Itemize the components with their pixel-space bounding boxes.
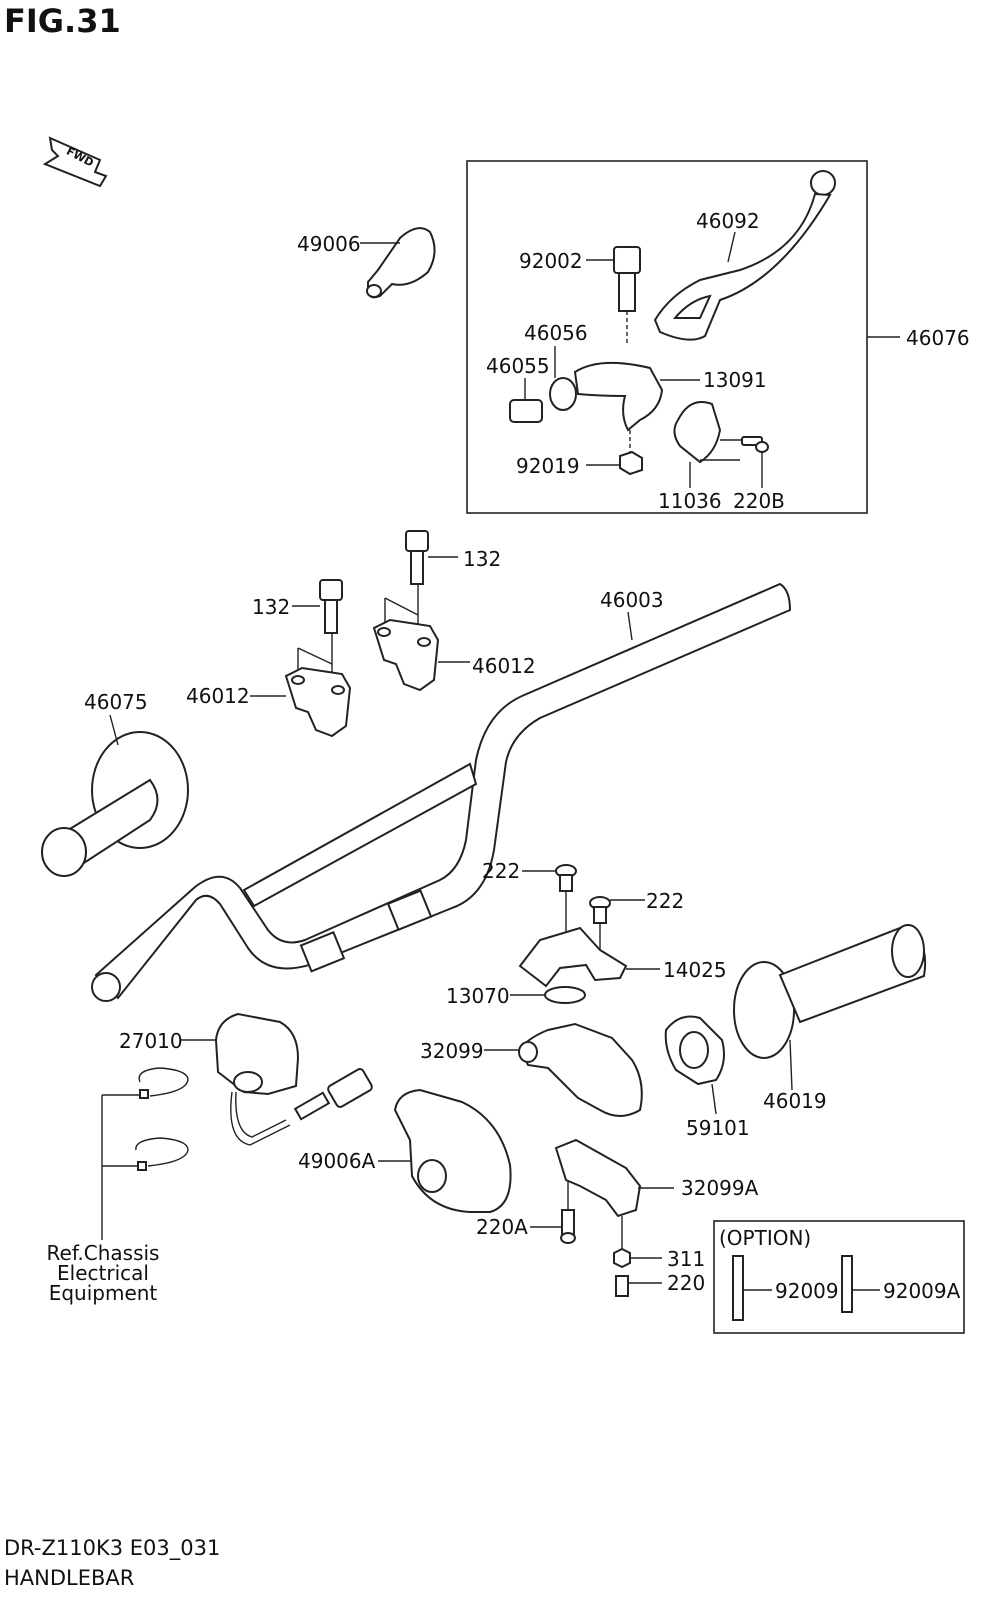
part-220-screw (615, 1275, 662, 1297)
label-222-b: 222 (646, 889, 684, 913)
label-311: 311 (667, 1247, 705, 1271)
part-92019-nut (586, 430, 643, 476)
option-box (713, 1220, 965, 1334)
label-220B: 220B (733, 489, 785, 513)
label-46076: 46076 (906, 326, 970, 350)
label-59101: 59101 (686, 1116, 750, 1140)
label-92009A: 92009A (883, 1279, 961, 1303)
part-92002-bolt (586, 246, 641, 345)
part-49006A-housing (378, 1088, 512, 1213)
part-132-bolt-right (384, 530, 458, 650)
part-11036-clamp (673, 401, 745, 488)
ref-note-line-2: Electrical (57, 1261, 149, 1285)
label-46092: 46092 (696, 209, 760, 233)
label-13091: 13091 (703, 368, 767, 392)
label-14025: 14025 (663, 958, 727, 982)
part-46019-right-grip (733, 924, 927, 1091)
figure-title: FIG.31 (4, 2, 121, 40)
footer-section-name: HANDLEBAR (4, 1566, 135, 1590)
label-49006: 49006 (297, 232, 361, 256)
part-49006-cap (360, 227, 436, 299)
ref-note-line-1: Ref.Chassis (47, 1241, 160, 1265)
part-92009-bolt (732, 1255, 772, 1321)
label-13070: 13070 (446, 984, 510, 1008)
label-222-a: 222 (482, 859, 520, 883)
part-220A-screw (530, 1209, 576, 1244)
forward-arrow-icon: FWD (42, 136, 108, 188)
label-27010: 27010 (119, 1029, 183, 1053)
label-49006A: 49006A (298, 1149, 376, 1173)
label-11036: 11036 (658, 489, 722, 513)
label-220A: 220A (476, 1215, 528, 1239)
part-13070-ring (510, 986, 586, 1004)
label-92019: 92019 (516, 454, 580, 478)
ref-note-line-3: Equipment (49, 1281, 158, 1305)
part-14025-bracket (518, 926, 660, 988)
part-46003-handlebar (91, 582, 792, 1002)
label-132-right: 132 (463, 547, 501, 571)
label-46012-left: 46012 (186, 684, 250, 708)
part-92009A-bolt (841, 1255, 880, 1313)
part-13091-holder (573, 361, 700, 432)
part-46075-left-grip (41, 714, 189, 877)
part-46012-holder-left (250, 666, 352, 738)
cable-tie-upper (138, 1067, 189, 1099)
part-46056-46055-adjuster (509, 346, 577, 423)
label-220: 220 (667, 1271, 705, 1295)
label-92009: 92009 (775, 1279, 839, 1303)
label-92002: 92002 (519, 249, 583, 273)
part-132-bolt-left (292, 579, 343, 698)
part-27010-switch (180, 1012, 373, 1146)
label-46019: 46019 (763, 1089, 827, 1113)
cable-tie-lower (135, 1137, 189, 1171)
option-box-label: (OPTION) (719, 1226, 811, 1250)
part-222-screw-a (522, 864, 577, 935)
label-132-left: 132 (252, 595, 290, 619)
part-32099-throttle-housing (484, 1022, 643, 1117)
part-222-screw-b (589, 896, 645, 960)
part-220B-screw (741, 436, 769, 488)
part-59101-pulley (664, 1015, 725, 1115)
part-46012-holder-right (372, 618, 470, 692)
label-46056: 46056 (524, 321, 588, 345)
label-46003: 46003 (600, 588, 664, 612)
footer-model-code: DR-Z110K3 E03_031 (4, 1536, 221, 1560)
label-32099A: 32099A (681, 1176, 759, 1200)
label-32099: 32099 (420, 1039, 484, 1063)
part-46092-lever (653, 170, 836, 341)
part-32099A-clamp (554, 1138, 674, 1250)
label-46075: 46075 (84, 690, 148, 714)
label-46012-right: 46012 (472, 654, 536, 678)
label-46055: 46055 (486, 354, 550, 378)
part-311-nut (613, 1247, 662, 1269)
